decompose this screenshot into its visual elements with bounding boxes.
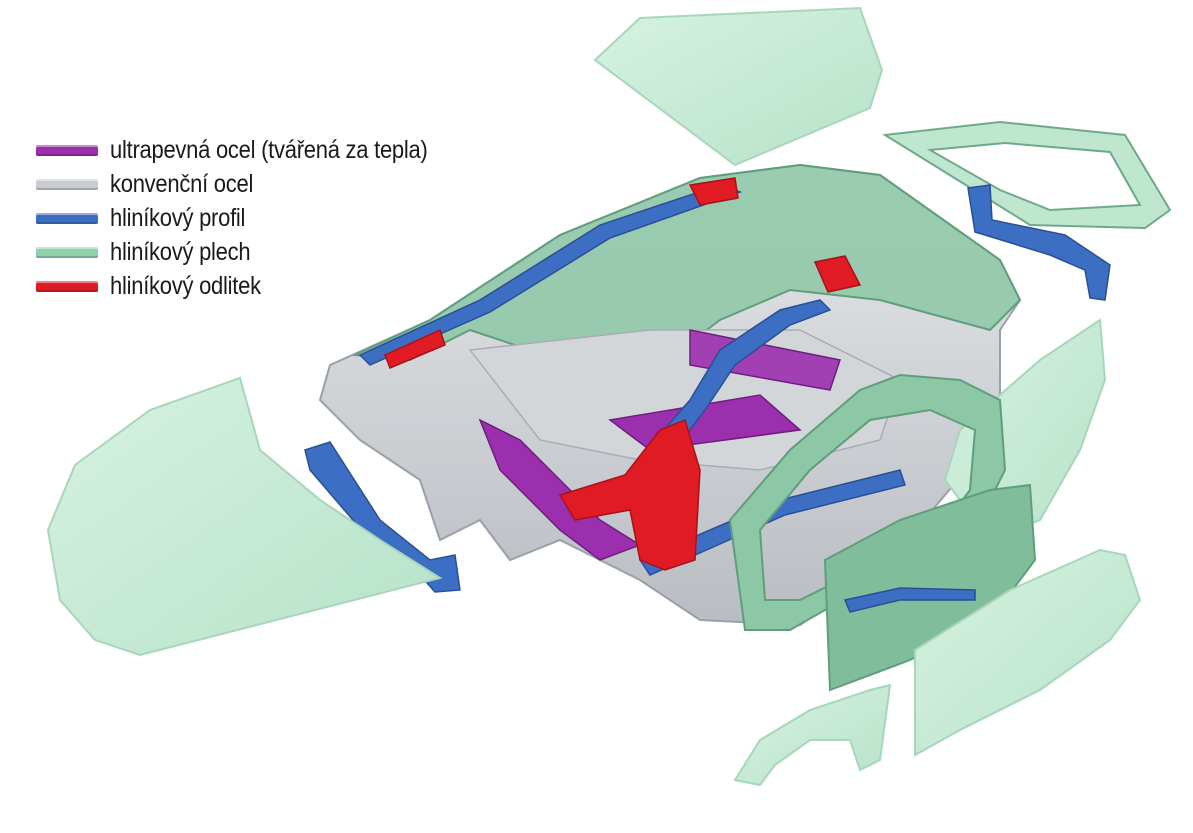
legend-item-aluminium-profile: hliníkový profil xyxy=(36,204,471,233)
legend-label: hliníkový plech xyxy=(110,238,251,266)
legend-label: hliníkový odlitek xyxy=(110,272,261,300)
a-pillar-node-casting xyxy=(384,328,446,369)
legend-label: ultrapevná ocel (tvářená za tepla) xyxy=(110,136,428,164)
rear-hatch-frame xyxy=(882,120,1172,230)
legend-swatch-aluminium-casting xyxy=(36,281,98,292)
door-outer-panel xyxy=(914,548,1142,757)
legend-item-conventional-steel: konvenční ocel xyxy=(36,170,471,199)
legend-swatch-aluminium-sheet xyxy=(36,247,98,258)
b-pillar-profile xyxy=(653,299,832,451)
legend-swatch-aluminium-profile xyxy=(36,213,98,224)
legend-label: konvenční ocel xyxy=(110,170,254,198)
roof-front-node-casting xyxy=(688,177,739,206)
front-fender-panel xyxy=(733,683,892,787)
rear-hatch-strut xyxy=(967,184,1111,301)
hood-panel xyxy=(46,376,443,657)
material-legend: ultrapevná ocel (tvářená za tepla) konve… xyxy=(36,136,471,301)
b-pillar-base-casting xyxy=(558,418,701,571)
legend-item-aluminium-casting: hliníkový odlitek xyxy=(36,272,471,301)
legend-label: hliníkový profil xyxy=(110,204,246,232)
legend-item-hot-formed-steel: ultrapevná ocel (tvářená za tepla) xyxy=(36,136,471,165)
c-pillar-node-casting xyxy=(813,255,862,293)
legend-swatch-conventional-steel xyxy=(36,179,98,190)
roof-panel xyxy=(593,6,884,167)
sill-hot-formed-steel xyxy=(478,418,642,561)
legend-swatch-hot-formed-steel xyxy=(36,145,98,156)
legend-item-aluminium-sheet: hliníkový plech xyxy=(36,238,471,267)
door-inner-frame xyxy=(823,483,1037,692)
door-impact-beam-profile xyxy=(843,587,976,613)
front-crash-beam-profile xyxy=(304,441,461,593)
